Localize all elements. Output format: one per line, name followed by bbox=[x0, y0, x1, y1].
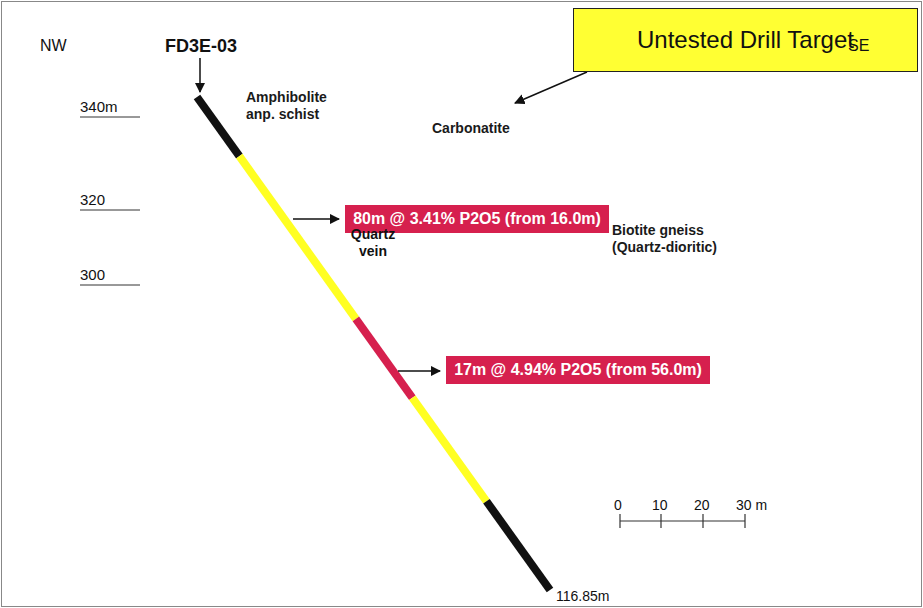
region-outline bbox=[193, 72, 600, 525]
unit-label: Amphibolite anp. schist bbox=[246, 89, 330, 123]
direction-label: SE bbox=[848, 36, 869, 55]
rock-unit: Amphibolite anp. schist bbox=[232, 78, 330, 252]
collar-arrow bbox=[199, 58, 201, 92]
intercept-arrow bbox=[398, 370, 440, 372]
region-fill bbox=[499, 75, 848, 585]
elevation-label: 300 bbox=[80, 266, 105, 284]
intercept-box: 17m @ 4.94% P2O5 (from 56.0m) bbox=[446, 356, 710, 384]
elevation-tick bbox=[80, 285, 140, 286]
drillhole-name: FD3E-03 bbox=[165, 36, 237, 58]
unit-label: Biotite gneiss (Quartz-dioritic) bbox=[612, 222, 747, 256]
drill-segment bbox=[197, 97, 239, 156]
elevation-tick bbox=[80, 210, 140, 211]
intercept-arrow bbox=[293, 218, 339, 220]
direction-label: NW bbox=[40, 36, 67, 55]
region-fill bbox=[232, 78, 330, 252]
elevation-tick bbox=[80, 117, 140, 118]
scale-bar bbox=[620, 514, 745, 528]
scale-number: 20 bbox=[694, 497, 710, 514]
region-outline bbox=[499, 75, 848, 585]
rock-unit: Carbonatite bbox=[193, 72, 600, 525]
scale-number: 10 bbox=[652, 497, 668, 514]
unit-label: Carbonatite bbox=[432, 120, 542, 137]
region-fill bbox=[193, 72, 600, 525]
scale-number: 30 m bbox=[736, 497, 767, 514]
drill-hole bbox=[197, 97, 550, 590]
drill-segment bbox=[486, 501, 550, 590]
elevation-label: 320 bbox=[80, 191, 105, 209]
callout-text: Untested Drill Target bbox=[630, 22, 861, 58]
intercept-text: 17m @ 4.94% P2O5 (from 56.0m) bbox=[447, 357, 709, 383]
drill-segment bbox=[356, 319, 412, 398]
depth-label: 116.85m bbox=[556, 588, 609, 605]
vein-label: Quartz vein bbox=[345, 226, 401, 260]
rock-unit: Biotite gneiss (Quartz-dioritic) bbox=[499, 75, 848, 585]
elevation-label: 340m bbox=[80, 98, 118, 116]
drill-segment bbox=[239, 156, 355, 319]
drill-segment bbox=[412, 398, 486, 502]
scale-number: 0 bbox=[614, 497, 622, 514]
pointer-arrow bbox=[515, 72, 587, 103]
